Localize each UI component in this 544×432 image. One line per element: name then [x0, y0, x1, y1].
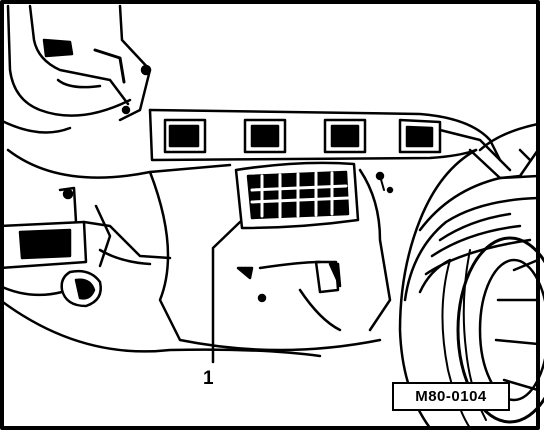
callout-label-1: 1	[203, 368, 214, 389]
underbody-panel	[148, 168, 394, 352]
fender-bracket	[0, 4, 232, 179]
bumper-bracket	[148, 108, 502, 162]
callout-leader-line	[211, 220, 242, 364]
figure-id-label: M80-0104	[392, 382, 510, 411]
lower-left-bracket	[0, 186, 322, 358]
air-vent-grille	[234, 161, 360, 230]
